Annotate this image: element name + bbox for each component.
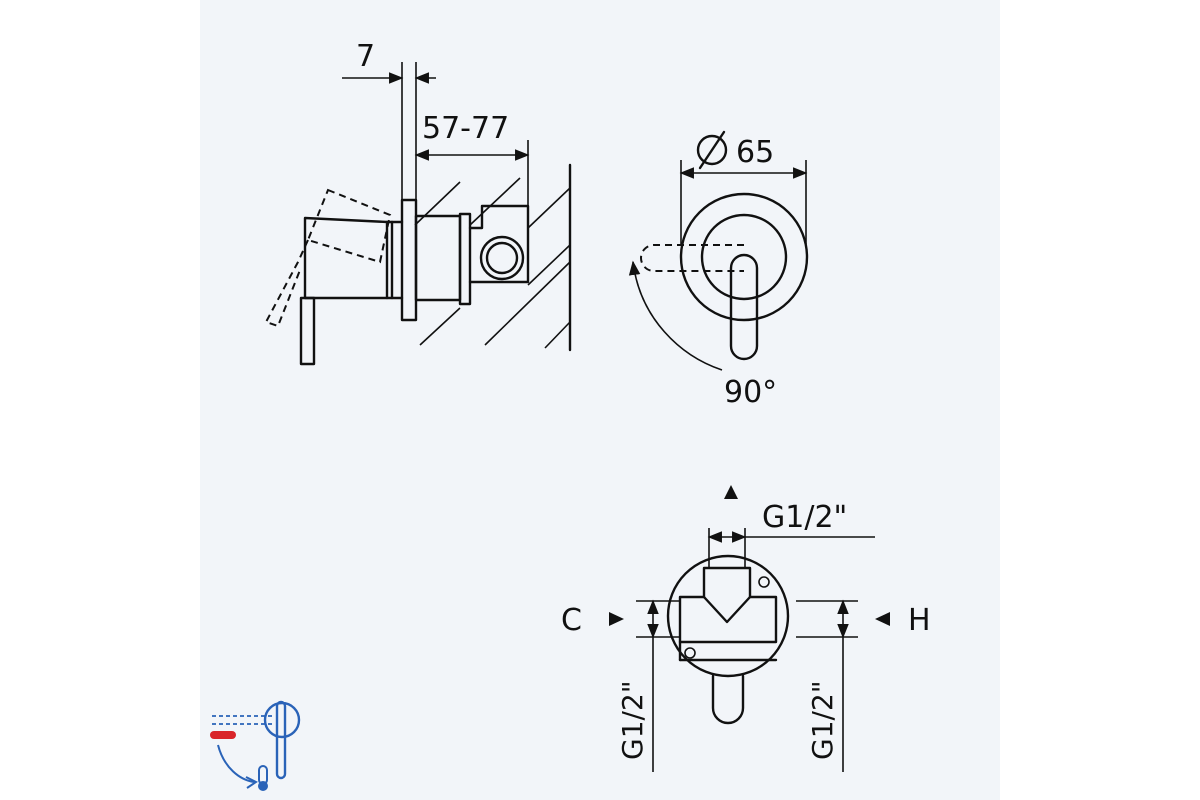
side-view: 7 57-77 xyxy=(264,39,572,366)
lever-open-stem xyxy=(264,239,309,328)
hot-inlet-arrow-icon xyxy=(875,612,890,626)
body-outline xyxy=(666,554,790,678)
wall-hatching xyxy=(414,163,572,352)
handle-hub xyxy=(700,213,788,301)
dim-offset-label: 7 xyxy=(356,39,375,74)
thermometer-cold-icon xyxy=(258,765,268,791)
cover-rosette xyxy=(679,192,809,322)
outlet-port-inner xyxy=(485,241,519,275)
diameter-symbol-icon xyxy=(696,130,728,170)
valve-notch xyxy=(702,595,752,624)
hot-indicator-icon xyxy=(210,731,236,739)
front-view: 90° 65 xyxy=(628,130,809,410)
thread-top-label: G1/2" xyxy=(762,500,847,535)
lever-closed xyxy=(729,253,759,361)
outlet-connector xyxy=(468,204,530,284)
outlet-port-outer xyxy=(479,235,525,281)
thread-left-label: G1/2" xyxy=(616,680,649,760)
lever-closed xyxy=(299,296,316,366)
rotation-angle-label: 90° xyxy=(724,375,777,410)
dim-diameter-label: 65 xyxy=(736,135,774,170)
screw-hole xyxy=(758,576,770,588)
cold-inlet-arrow-icon xyxy=(609,612,624,626)
single-lever-mixer-function-icon xyxy=(210,700,301,791)
rotation-arc xyxy=(628,260,723,371)
rear-view: G1/2" C G1/2" H G1/2" xyxy=(561,485,931,772)
cold-inlet-label: C xyxy=(561,603,582,638)
outlet-arrow-icon xyxy=(724,485,738,499)
dim-depth-label: 57-77 xyxy=(422,111,509,146)
body-collar xyxy=(458,212,472,306)
thread-right-label: G1/2" xyxy=(806,680,839,760)
lever-open-position xyxy=(640,244,744,272)
lever-open-position xyxy=(306,188,392,264)
hot-inlet-label: H xyxy=(908,603,931,638)
screw-hole xyxy=(684,647,696,659)
lever-stub xyxy=(711,674,745,725)
drawing-panel xyxy=(200,0,1000,800)
